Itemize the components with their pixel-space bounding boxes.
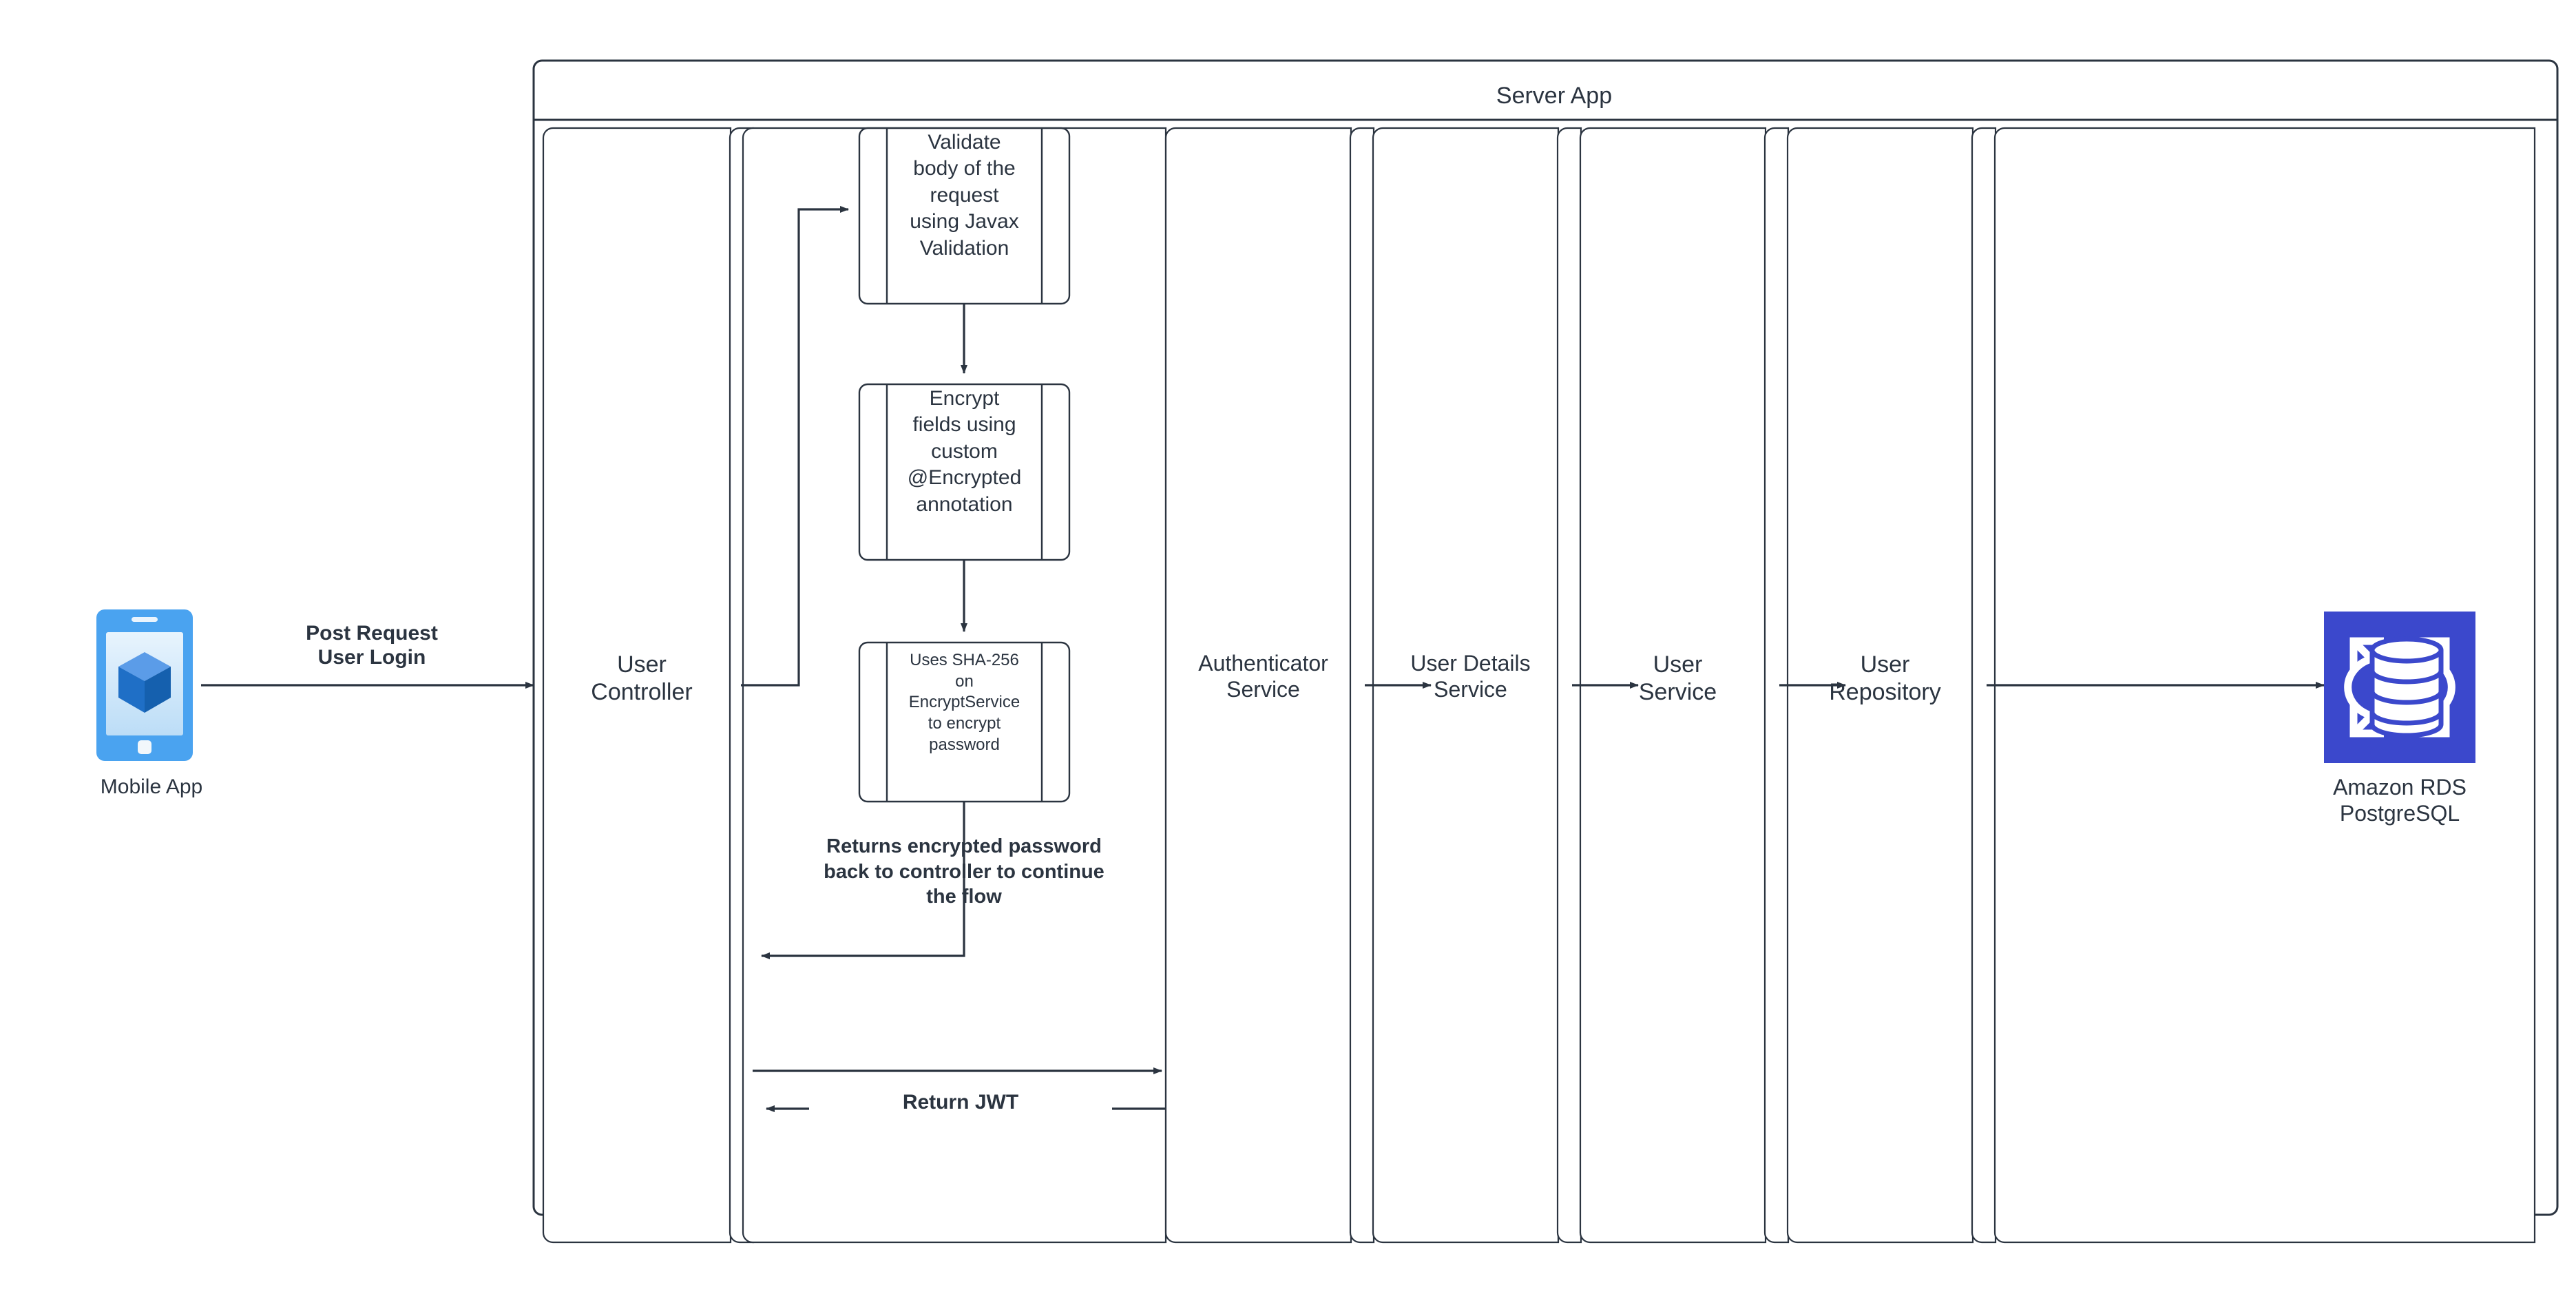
edge-controller-to-validate (741, 206, 849, 687)
lane-user-repository (1786, 127, 1974, 1244)
amazon-rds-label: Amazon RDS PostgreSQL (2333, 775, 2467, 826)
process-box-sha-256-encrypt (858, 641, 1071, 803)
lane-label-user-controller[interactable]: User Controller (591, 651, 693, 706)
lane-repository-gap (1971, 127, 1997, 1244)
edge-label-returns-encrypted-password: Returns encrypted password back to contr… (824, 835, 1104, 908)
lane-label-user-service[interactable]: User Service (1638, 651, 1717, 706)
edge-label-post-request: Post Request User Login (306, 622, 438, 669)
edge-label-return-jwt: Return JWT (809, 1090, 1112, 1115)
lane-user-service (1579, 127, 1767, 1244)
process-label-sha-256-encrypt[interactable]: Uses SHA-256 on EncryptService to encryp… (908, 651, 1020, 754)
lane-user-details-service (1372, 127, 1560, 1244)
database-cylinder-icon (2369, 636, 2444, 738)
page-title: Server App (1496, 83, 1613, 109)
mobile-app-label: Mobile App (100, 775, 203, 798)
lane-details-gap (1556, 127, 1582, 1244)
lane-user-controller (542, 127, 732, 1244)
lane-label-authenticator-service[interactable]: Authenticator Service (1198, 651, 1328, 702)
lane-service-gap (1763, 127, 1790, 1244)
lane-label-user-repository[interactable]: User Repository (1829, 651, 1941, 706)
amazon-rds-icon (2324, 612, 2475, 763)
lane-authenticator-service (1164, 127, 1352, 1244)
process-box-validate-body (858, 127, 1071, 305)
lane-auth-gap (1349, 127, 1375, 1244)
process-label-validate-body[interactable]: Validate body of the request using Javax… (910, 131, 1019, 260)
lane-label-user-details-service[interactable]: User Details Service (1410, 651, 1531, 702)
edge-sha256-back-to-controller (761, 802, 965, 959)
mobile-phone-icon (96, 609, 193, 761)
process-label-encrypt-fields[interactable]: Encrypt fields using custom @Encrypted a… (907, 387, 1022, 516)
